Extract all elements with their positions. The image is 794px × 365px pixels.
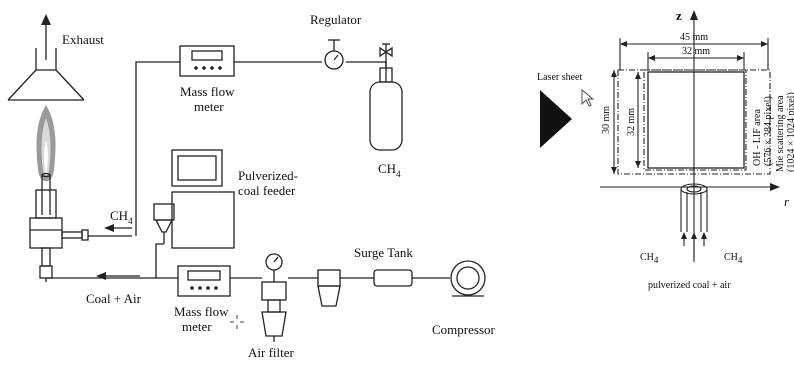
mass-flow-meter-bottom [177,265,231,297]
setup-schematic [7,14,486,342]
lif-area [643,69,747,171]
flame [36,105,56,182]
compressor [450,260,486,297]
line-filter [317,269,341,307]
surge-tank [373,269,413,287]
mfm-bottom-label-2: meter [182,319,212,334]
air-filter [261,253,287,342]
ch4-supply-line [88,61,387,237]
mass-flow-meter-top [179,45,235,77]
imaging-window [647,71,745,169]
dim-32mm-side-label: 32 mm [626,108,637,136]
ch4-right-label: CH4 [724,252,743,265]
dim-32mm-top-label: 32 mm [682,46,710,57]
dim-45mm [619,38,769,70]
coal-feeder [153,149,235,249]
dim-32mm-top [647,52,745,70]
crosshair-cursor-icon [230,315,244,329]
exhaust-hood [7,48,85,101]
exhaust-label: Exhaust [62,32,104,47]
surge-tank-label: Surge Tank [354,245,413,260]
coal-air-arrow [96,272,140,280]
burner-body [29,189,89,282]
mie-area-label-2: (1024 × 1024 pixel) [786,92,794,172]
z-axis-label: z [676,8,682,23]
regulator-label: Regulator [310,12,362,27]
r-axis-label: r [784,194,790,209]
dim-32mm-side [635,72,641,168]
mie-area-label-1: Mie scattering area [775,95,786,172]
feeder-label-1: Pulverized- [238,168,298,183]
lif-area-label-2: (576 × 384 pixel) [763,96,774,166]
feeder-label-2: coal feeder [238,183,296,198]
coal-air-label: Coal + Air [86,291,142,306]
exhaust-arrow [41,14,51,60]
coal-air-arrow-center [691,232,697,262]
ch4-arrow-left [681,232,687,246]
dim-30mm [611,70,617,174]
setup-labels: Exhaust Regulator Mass flow meter CH4 Pu… [62,12,496,360]
lif-area-label-1: OH - LIF area [752,109,763,166]
mfm-top-label-2: meter [194,99,224,114]
laser-sheet-label: Laser sheet [537,72,582,83]
ch4-arrow-right [701,232,707,246]
measurement-labels: z r 45 mm 32 mm 30 mm 32 mm Laser sheet … [537,8,794,291]
ch4-cylinder [369,43,403,151]
measurement-schematic [540,10,780,262]
regulator [324,39,344,70]
cursor-arrow-icon [581,89,595,107]
dim-45mm-label: 45 mm [680,32,708,43]
air-filter-label: Air filter [248,345,295,360]
coal-air-inflow-label: pulverized coal + air [648,280,731,291]
mfm-top-label-1: Mass flow [180,84,235,99]
mfm-bottom-label-1: Mass flow [174,304,229,319]
ch4-inlet-label: CH4 [110,208,133,226]
mie-scattering-area [617,69,771,175]
ch4-inlet-arrow [104,224,132,232]
ch4-cylinder-label: CH4 [378,161,401,179]
ch4-left-label: CH4 [640,252,659,265]
laser-sheet-icon [540,90,572,148]
burner-tube [41,172,51,215]
burner-nozzle [680,183,708,232]
dim-30mm-label: 30 mm [601,106,612,134]
r-axis [600,183,780,191]
compressor-label: Compressor [432,322,496,337]
